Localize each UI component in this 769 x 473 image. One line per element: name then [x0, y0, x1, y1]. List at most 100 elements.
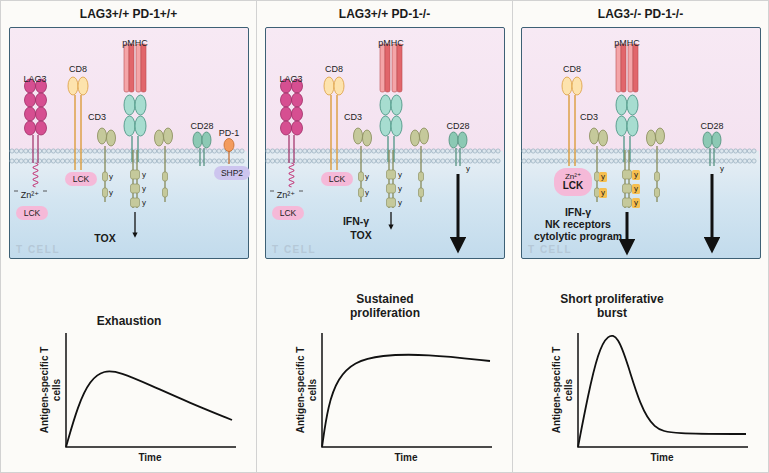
tcr-stalk [393, 136, 394, 162]
charge-mark [14, 191, 18, 192]
zeta-chain [388, 150, 389, 208]
lipid-head [473, 149, 477, 153]
itam-motif [419, 172, 424, 181]
tyrosine-mark: y [398, 198, 402, 207]
lag3-domain [36, 79, 47, 93]
lipid-head [747, 159, 751, 163]
cell-label: T CELL [272, 244, 316, 255]
panel-illustration [266, 44, 503, 447]
lipid-head [720, 149, 724, 153]
lipid-head [422, 159, 426, 163]
lipid-head [65, 159, 69, 163]
zeta-chain [628, 150, 629, 208]
lipid-head [573, 149, 577, 153]
lipid-head [303, 159, 307, 163]
lipid-head [376, 159, 380, 163]
axis-label: Time [650, 452, 673, 464]
signal-label: IFN-γ [343, 215, 369, 227]
lipid-head [353, 159, 357, 163]
lipid-head [312, 159, 316, 163]
lipid-head [559, 149, 563, 153]
lipid-head [199, 159, 203, 163]
lipid-head [56, 149, 60, 153]
lipid-head [706, 149, 710, 153]
lipid-head [51, 149, 55, 153]
lipid-head [266, 149, 270, 153]
tyrosine-mark: y [466, 164, 470, 173]
panel-title: LAG3+/+ PD-1-/- [257, 7, 512, 21]
lipid-head [724, 149, 728, 153]
lipid-head [487, 149, 491, 153]
lipid-head [157, 149, 161, 153]
lipid-head [358, 159, 362, 163]
cd28-domain [712, 132, 721, 148]
pmhc-chain [616, 44, 621, 92]
lipid-head [340, 159, 344, 163]
tcr-stalk [131, 136, 132, 162]
cd28-stalk [713, 148, 714, 166]
tcr-domain [124, 95, 135, 115]
lipid-head [468, 159, 472, 163]
lipid-head [15, 159, 19, 163]
lipid-head [688, 149, 692, 153]
lipid-head [116, 159, 120, 163]
lipid-head [669, 159, 673, 163]
pmhc-chain [124, 44, 129, 92]
lipid-head [596, 149, 600, 153]
cell-label: T CELL [528, 244, 572, 255]
lipid-head [294, 159, 298, 163]
lipid-head [491, 159, 495, 163]
tcr-stalk [623, 136, 624, 162]
molecule-label: CD28 [700, 121, 723, 131]
itam-motif [131, 198, 140, 207]
cd3-chain [656, 146, 657, 202]
lipid-head [38, 159, 42, 163]
tcr-domain [627, 95, 638, 115]
lipid-head [441, 149, 445, 153]
lipid-head [413, 159, 417, 163]
lipid-head [307, 149, 311, 153]
lipid-head [19, 149, 23, 153]
tcr-domain [380, 95, 391, 115]
cd3-chain [360, 146, 361, 202]
lipid-head [65, 149, 69, 153]
lipid-head [427, 159, 431, 163]
lipid-head [563, 159, 567, 163]
lipid-head [386, 159, 390, 163]
panel-illustration [522, 44, 759, 447]
lipid-head [432, 159, 436, 163]
lipid-head [372, 149, 376, 153]
lipid-head [568, 159, 572, 163]
itam-motif [359, 172, 364, 181]
lipid-head [111, 149, 115, 153]
lipid-head [102, 159, 106, 163]
lipid-head [79, 159, 83, 163]
pmhc-chain [621, 44, 626, 92]
lipid-head [482, 149, 486, 153]
lipid-head [70, 149, 74, 153]
lipid-head [399, 149, 403, 153]
lipid-head [212, 149, 216, 153]
lipid-head [432, 149, 436, 153]
lipid-head [162, 149, 166, 153]
molecule-label: pMHC [378, 38, 404, 48]
tyrosine-mark: y [109, 172, 113, 181]
lipid-head [367, 149, 371, 153]
lipid-head [111, 159, 115, 163]
lag3-domain [25, 107, 36, 121]
lipid-head [298, 149, 302, 153]
lipid-head [335, 159, 339, 163]
t-cell-box: T CELLLCKLCK [265, 27, 505, 259]
lipid-head [61, 159, 65, 163]
lipid-head [240, 159, 244, 163]
lck-kinase: LCK [321, 172, 353, 186]
lipid-head [609, 149, 613, 153]
lipid-head [386, 149, 390, 153]
lipid-head [642, 159, 646, 163]
lipid-head [637, 159, 641, 163]
lipid-head [280, 149, 284, 153]
signal-label: TOX [350, 229, 371, 241]
lipid-head [47, 149, 51, 153]
genotype-panel: LAG3+/+ PD-1+/+T CELLLCKLCKSHP2 [0, 0, 257, 473]
